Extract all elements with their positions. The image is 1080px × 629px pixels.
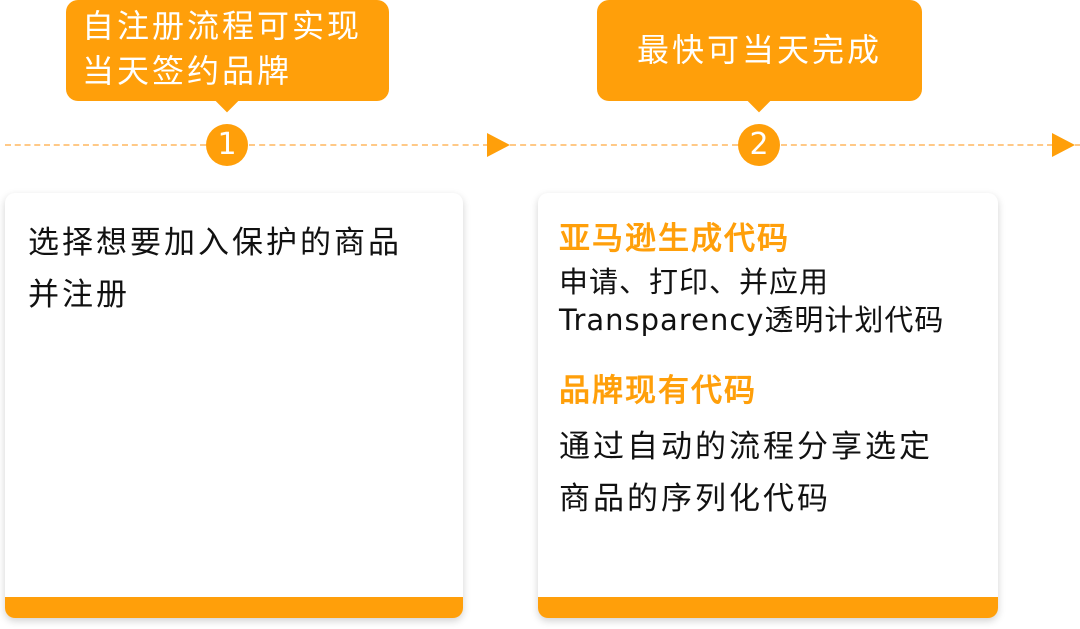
timeline-dashed-line (510, 144, 738, 146)
step-2-card: 亚马逊生成代码 申请、打印、并应用 Transparency透明计划代码 品牌现… (538, 193, 998, 618)
amazon-codes-line-1: 申请、打印、并应用 (559, 265, 830, 299)
step-1-card: 选择想要加入保护的商品 并注册 (5, 193, 463, 618)
card-accent-strip (5, 597, 463, 618)
step-1-card-line-2: 并注册 (28, 277, 130, 313)
brand-existing-codes-heading: 品牌现有代码 (559, 373, 757, 409)
amazon-generated-codes-heading: 亚马逊生成代码 (559, 221, 790, 257)
step-1-callout-line-1: 自注册流程可实现 (82, 7, 363, 45)
step-1-callout: 自注册流程可实现 当天签约品牌 (66, 0, 389, 101)
step-2-callout: 最快可当天完成 (597, 0, 922, 101)
arrow-right-icon (487, 133, 510, 157)
step-1-number-badge: 1 (206, 124, 248, 166)
step-2-callout-line-1: 最快可当天完成 (636, 31, 882, 69)
brand-codes-line-2: 商品的序列化代码 (559, 481, 831, 517)
step-1-callout-line-2: 当天签约品牌 (82, 52, 293, 90)
step-1-card-line-1: 选择想要加入保护的商品 (28, 225, 402, 261)
timeline-dashed-line (249, 144, 489, 146)
timeline-dashed-line (5, 144, 206, 146)
arrow-right-icon (1052, 133, 1075, 157)
card-accent-strip (538, 597, 998, 618)
timeline-dashed-line (781, 144, 1053, 146)
amazon-codes-line-2: Transparency透明计划代码 (559, 303, 945, 337)
timeline-dashed-line (1075, 144, 1080, 146)
brand-codes-line-1: 通过自动的流程分享选定 (559, 429, 933, 465)
step-2-number-badge: 2 (738, 124, 780, 166)
